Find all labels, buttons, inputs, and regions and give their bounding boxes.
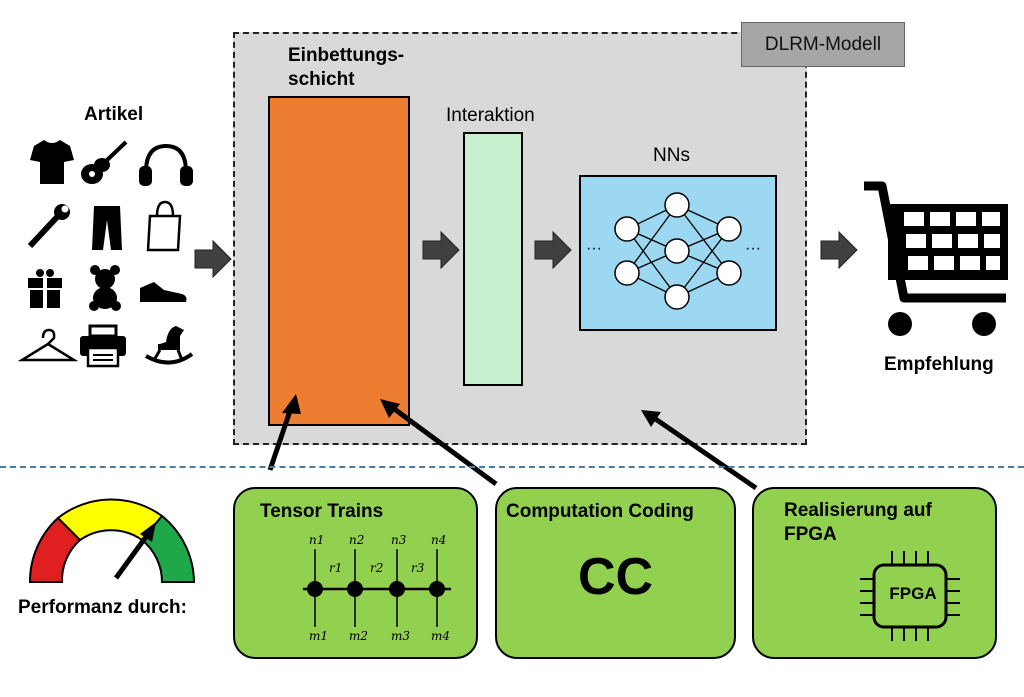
tt-label-n4: n4 <box>431 533 447 547</box>
tensor-trains-box: Tensor Trains n1 n2 n3 n4 r1 r2 r3 m1 m2… <box>233 487 478 659</box>
tt-label-m4: m4 <box>431 629 451 643</box>
rocking-horse-icon <box>144 326 194 365</box>
fpga-chip-label: FPGA <box>889 584 937 603</box>
teddy-bear-icon <box>89 265 121 311</box>
tt-label-n1: n1 <box>309 533 325 547</box>
tensor-train-diagram <box>303 549 451 627</box>
interaction-title: Interaktion <box>446 105 535 126</box>
arrow-interaction-to-nns <box>534 231 572 269</box>
arrow-cc-to-embedding <box>391 405 498 487</box>
tt-label-r3: r3 <box>411 561 425 575</box>
computation-coding-box: Computation Coding CC <box>495 487 736 659</box>
nns-ellipsis-right: ··· <box>745 240 761 257</box>
items-title: Artikel <box>84 104 144 125</box>
neural-network-icon <box>614 192 742 310</box>
headphones-icon <box>139 143 193 186</box>
section-divider <box>0 466 1024 468</box>
nns-ellipsis-left: ··· <box>586 240 602 257</box>
tt-label-m3: m3 <box>391 629 411 643</box>
gift-icon <box>28 269 62 308</box>
embedding-title-line1: Einbettungs- <box>288 45 405 66</box>
gauge-icon <box>28 498 196 583</box>
tt-label-m1: m1 <box>309 629 329 643</box>
dlrm-model-tag: DLRM-Modell <box>741 22 905 67</box>
arrow-model-to-cart <box>820 231 858 269</box>
embedding-title-line2: schicht <box>288 69 355 90</box>
arrow-items-to-model <box>194 240 232 278</box>
item-icons-grid <box>17 140 194 368</box>
shopping-cart-icon <box>864 181 1008 336</box>
trousers-icon <box>92 206 122 250</box>
tt-label-n3: n3 <box>391 533 407 547</box>
fpga-chip-icon <box>860 551 960 641</box>
tt-label-n2: n2 <box>349 533 365 547</box>
fpga-title-line1: Realisierung auf <box>784 500 932 521</box>
embedding-layer-block <box>268 96 410 426</box>
shoe-icon <box>140 282 187 302</box>
fpga-title: Realisierung auf FPGA <box>784 499 932 547</box>
arrow-tt-to-embedding <box>267 407 294 471</box>
computation-coding-title: Computation Coding <box>506 501 694 522</box>
arrow-fpga-to-model <box>652 415 758 491</box>
printer-icon <box>80 324 126 368</box>
tt-label-r1: r1 <box>329 561 343 575</box>
arrow-embedding-to-interaction <box>422 231 460 269</box>
computation-coding-abbr: CC <box>577 548 654 606</box>
nns-title: NNs <box>653 145 690 166</box>
nns-block <box>579 175 777 331</box>
tt-label-m2: m2 <box>349 629 369 643</box>
fpga-box: Realisierung auf FPGA FPGA <box>752 487 997 659</box>
recommendation-label: Empfehlung <box>884 354 994 375</box>
hanger-icon <box>17 328 79 362</box>
tshirt-icon <box>30 140 74 184</box>
tensor-trains-title: Tensor Trains <box>260 501 384 522</box>
guitar-icon <box>81 140 128 184</box>
embedding-title: Einbettungs- schicht <box>288 44 404 92</box>
fpga-title-line2: FPGA <box>784 524 837 545</box>
performance-label: Performanz durch: <box>18 597 187 618</box>
wrench-icon <box>27 204 70 249</box>
interaction-block <box>463 132 523 386</box>
shopping-bag-icon <box>146 200 182 252</box>
tt-label-r2: r2 <box>370 561 384 575</box>
